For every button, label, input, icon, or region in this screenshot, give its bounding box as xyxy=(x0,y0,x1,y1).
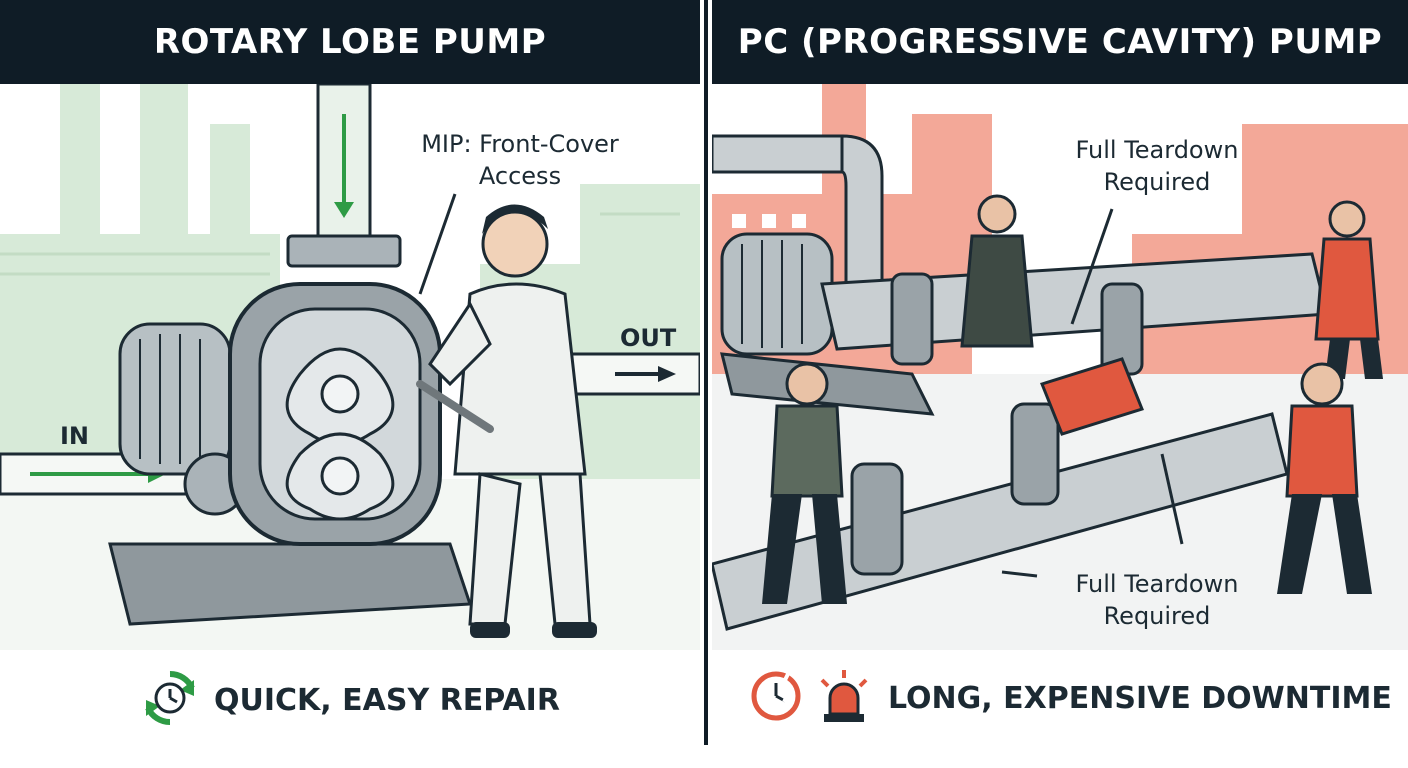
right-title: PC (PROGRESSIVE CAVITY) PUMP xyxy=(737,22,1383,62)
left-title: ROTARY LOBE PUMP xyxy=(153,22,547,62)
left-header: ROTARY LOBE PUMP xyxy=(0,0,700,84)
left-footer: QUICK, EASY REPAIR xyxy=(0,650,700,745)
right-footer: LONG, EXPENSIVE DOWNTIME xyxy=(712,650,1408,745)
rotary-lobe-panel: ROTARY LOBE PUMP xyxy=(0,0,700,768)
left-footer-text: QUICK, EASY REPAIR xyxy=(214,682,560,718)
in-label: IN xyxy=(60,422,90,450)
clock-refresh-icon xyxy=(140,668,200,732)
out-label: OUT xyxy=(620,324,677,352)
stressed-workers xyxy=(762,194,1383,604)
pc-pump-assembly xyxy=(712,252,1329,631)
rotary-lobe-illustration xyxy=(0,84,700,650)
progressive-cavity-scene: Full Teardown Required Full Teardown Req… xyxy=(712,84,1408,650)
teardown-callout-bottom: Full Teardown Required xyxy=(1075,570,1239,630)
rotary-lobe-scene: MIP: Front-Cover Access IN OUT xyxy=(0,84,700,650)
technician-figure xyxy=(416,204,597,638)
panel-divider xyxy=(700,0,712,768)
right-footer-text: LONG, EXPENSIVE DOWNTIME xyxy=(888,680,1392,716)
progressive-cavity-panel: PC (PROGRESSIVE CAVITY) PUMP xyxy=(712,0,1408,768)
progressive-cavity-illustration xyxy=(712,84,1408,650)
broken-clock-icon xyxy=(748,668,804,728)
alarm-beacon-icon xyxy=(814,668,874,728)
front-cover-callout: MIP: Front-Cover Access xyxy=(421,130,619,190)
right-header: PC (PROGRESSIVE CAVITY) PUMP xyxy=(712,0,1408,84)
teardown-callout-top: Full Teardown Required xyxy=(1075,136,1239,196)
